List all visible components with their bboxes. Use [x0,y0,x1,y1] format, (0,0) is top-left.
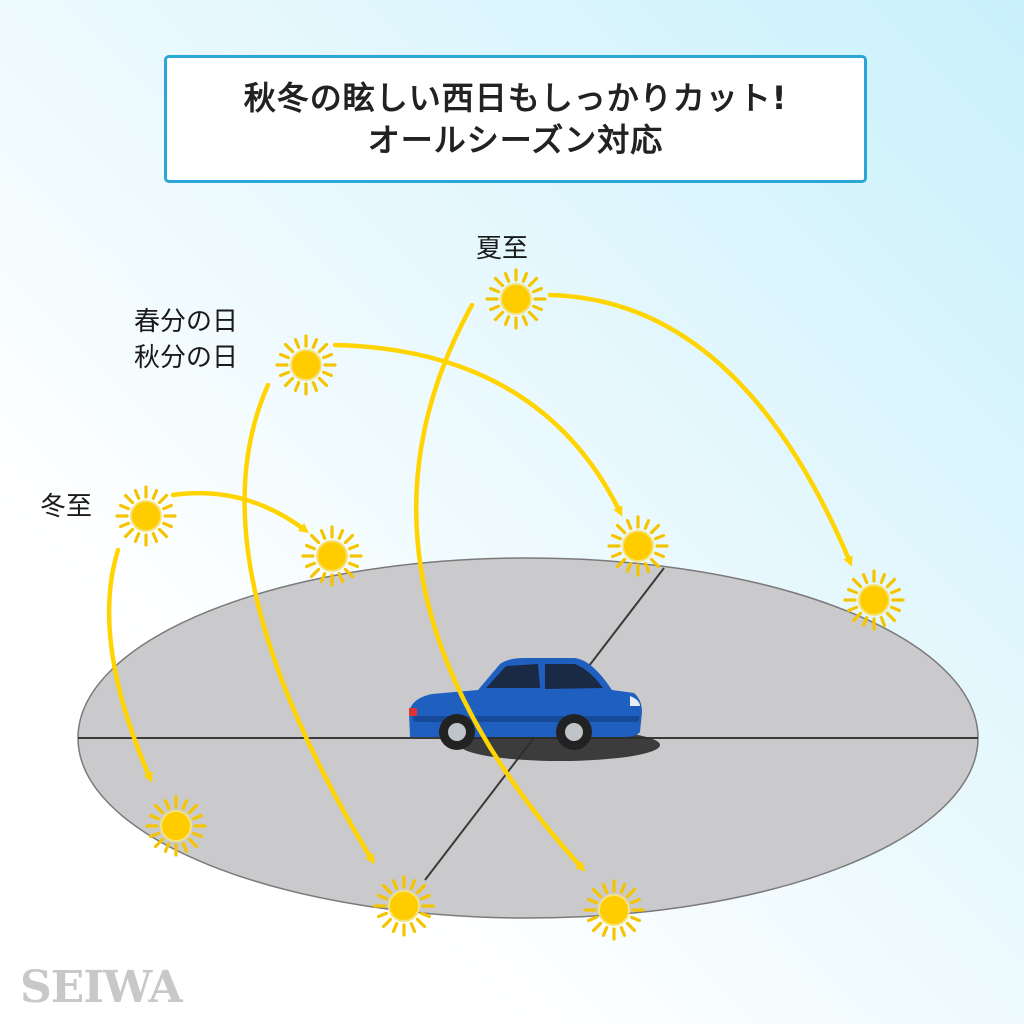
title-box: 秋冬の眩しい西日もしっかりカット! オールシーズン対応 [164,55,867,183]
label-summer-solstice: 夏至 [476,234,529,264]
arrow-winter-south [106,547,153,783]
sun-icon-winter-south [145,795,207,857]
arrow-summer-north [547,292,853,567]
sun-icon-equinox-set [607,515,669,577]
label-autumn-equinox: 秋分の日 [134,343,239,373]
arrow-winter-north [170,490,310,533]
label-winter-solstice: 冬至 [40,492,93,522]
title-line-2: オールシーズン対応 [367,121,664,159]
seiwa-logo: SEIWA [20,962,183,1013]
sun-icon-equinox-south [373,875,435,937]
title-line-1: 秋冬の眩しい西日もしっかりカット! [243,79,788,117]
sun-icon-summer-south [583,879,645,941]
sun-icon-summer-set [843,569,905,631]
sun-icon-winter-rise [115,485,177,547]
sun-icon-equinox-rise [275,334,337,396]
label-spring-equinox: 春分の日 [134,307,239,337]
arrow-summer-south [414,302,586,872]
sun-icon-winter-set [301,525,363,587]
sun-icon-summer-rise [485,268,547,330]
arrow-equinox-south [242,382,375,865]
arrow-equinox-north [332,342,623,517]
car-icon [409,658,642,750]
